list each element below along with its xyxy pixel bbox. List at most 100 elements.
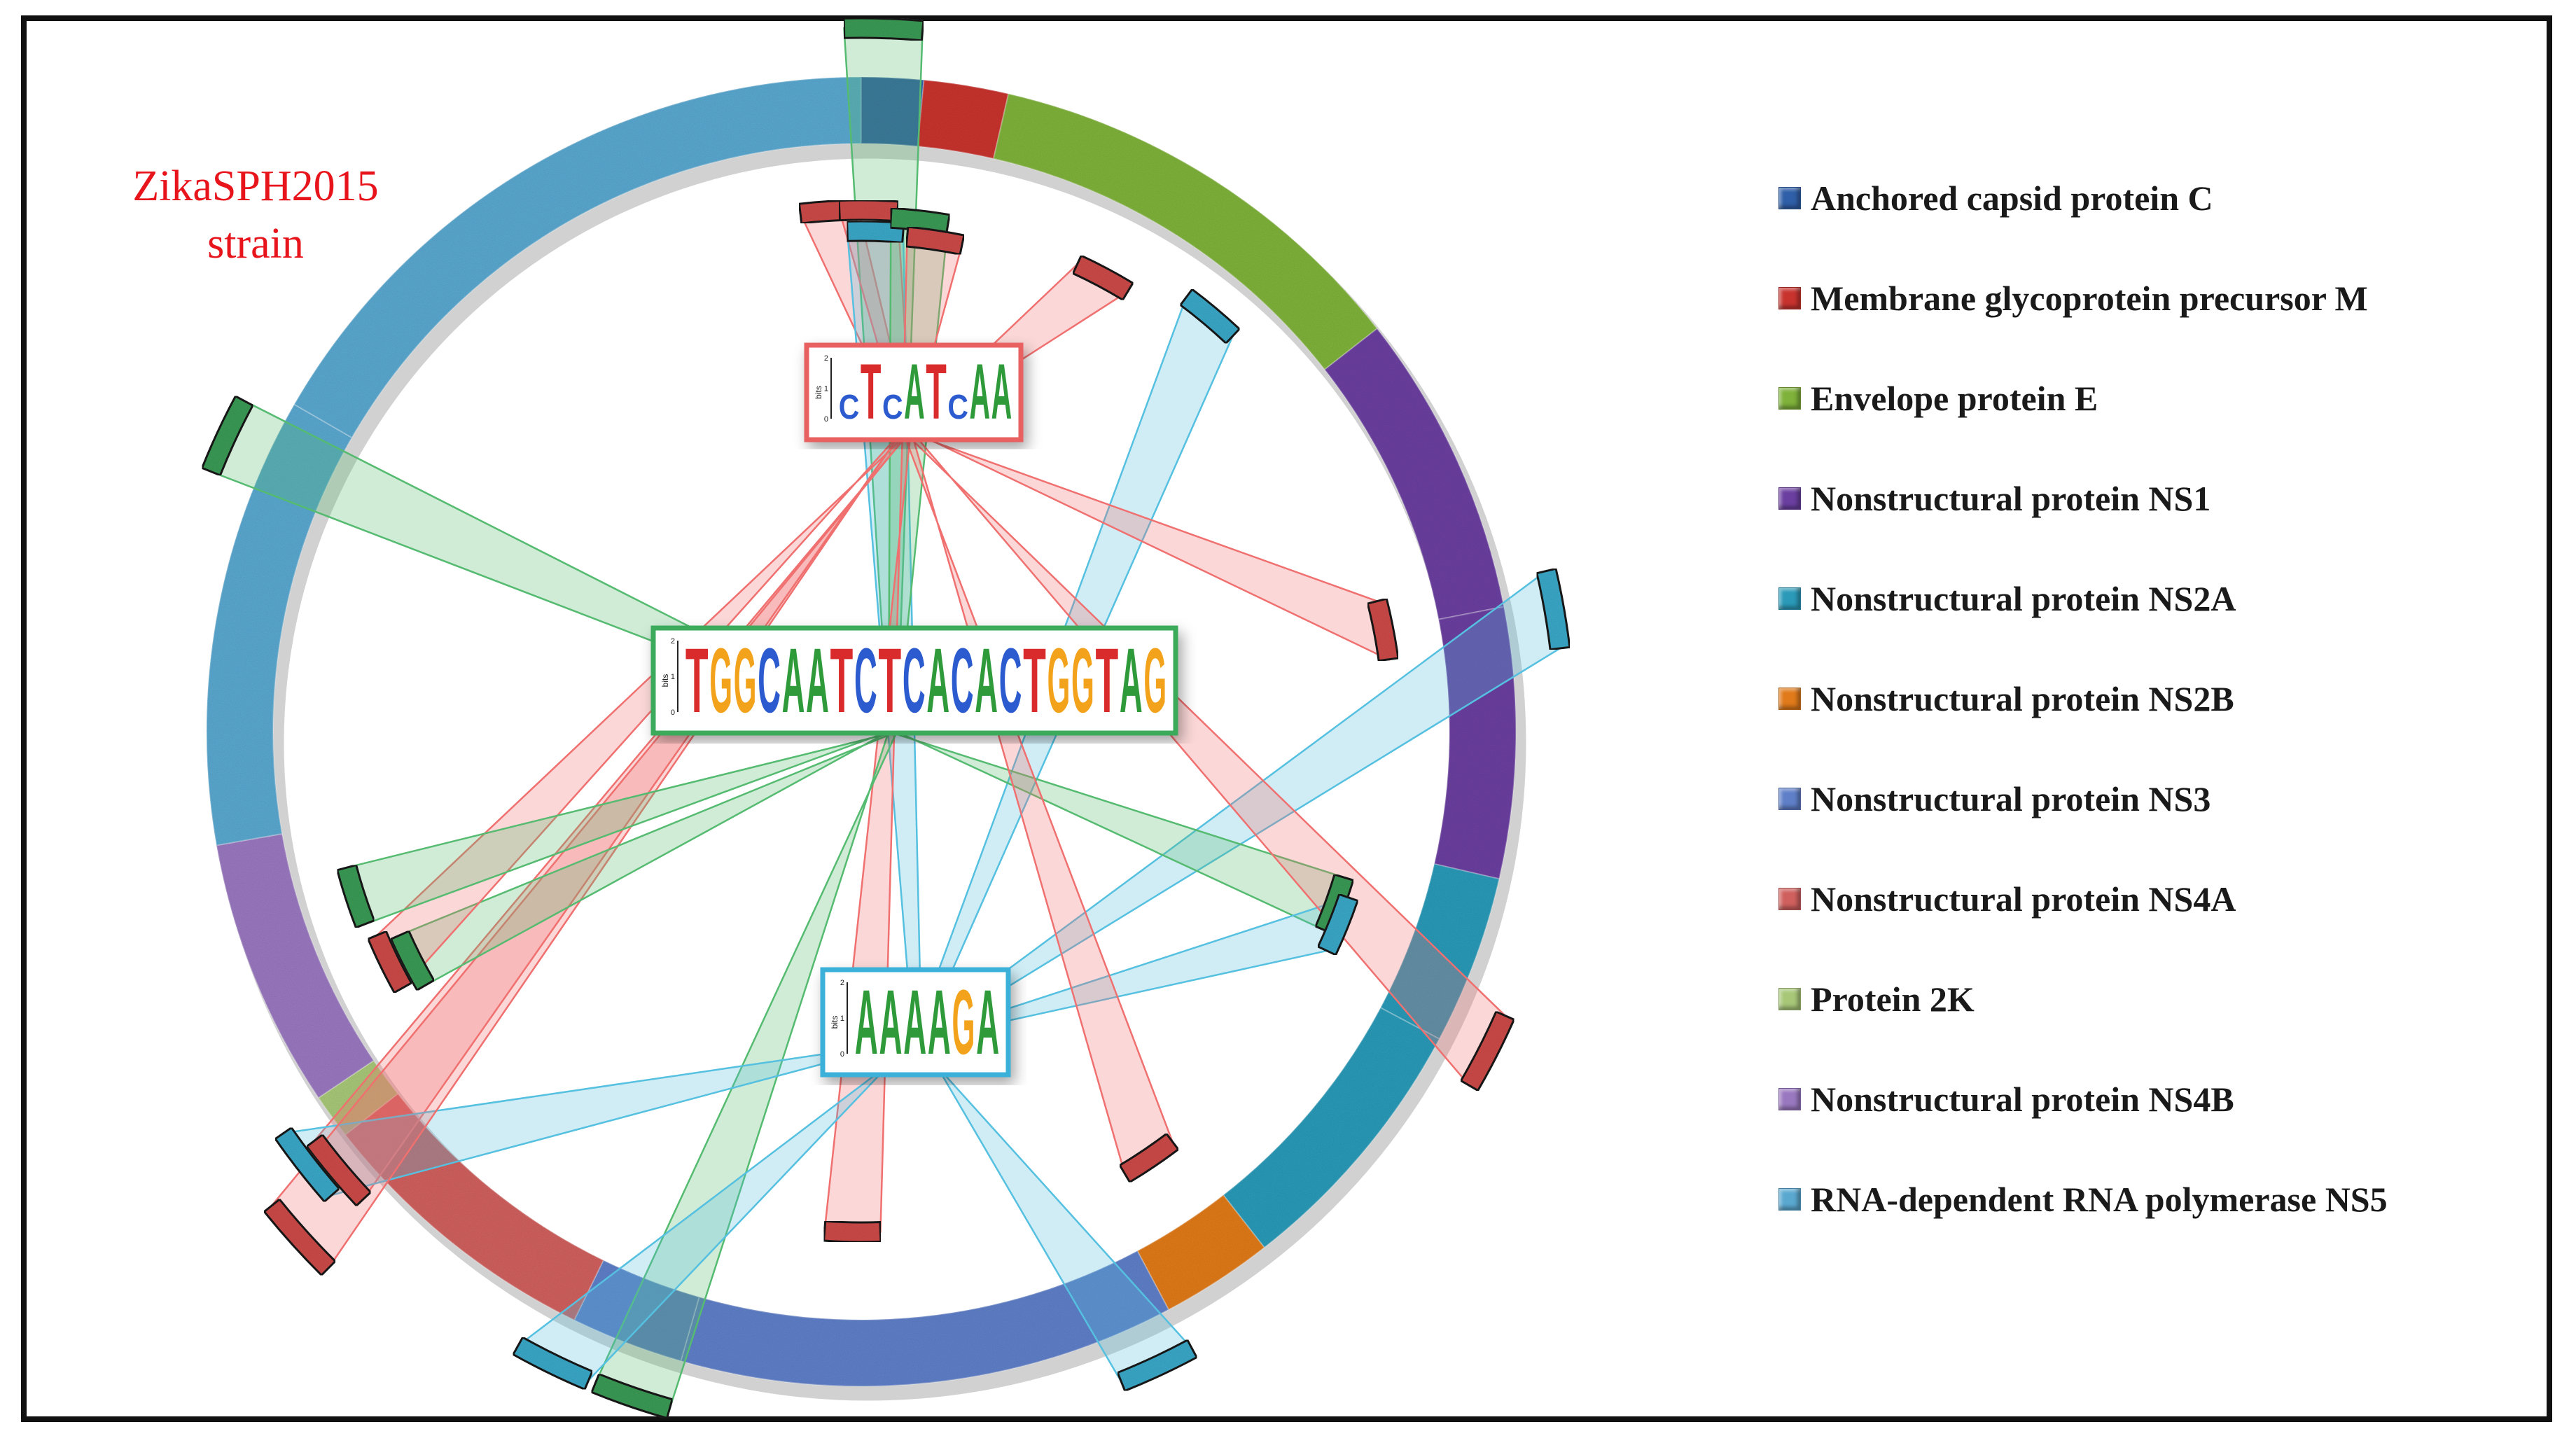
legend-item-2k: Protein 2K [1778, 975, 1975, 1024]
site-mark [1459, 1010, 1516, 1092]
legend-label: Nonstructural protein NS1 [1811, 479, 2211, 518]
legend-item-ns1: Nonstructural protein NS1 [1778, 474, 2211, 523]
legend-label: Nonstructural protein NS3 [1811, 779, 2211, 818]
legend-item-membrane-m: Membrane glycoprotein precursor M [1778, 274, 2368, 323]
legend-label: Nonstructural protein NS4B [1811, 1080, 2234, 1119]
motif-axis-label: bits [830, 1016, 840, 1029]
genome-ring [206, 76, 1526, 1401]
site-mark [200, 394, 255, 477]
site-mark [389, 929, 436, 992]
legend-item-ns4a: Nonstructural protein NS4A [1778, 874, 2236, 923]
legend-item-ns5: RNA-dependent RNA polymerase NS5 [1778, 1175, 2388, 1224]
site-mark [1116, 1338, 1199, 1393]
legend-swatch [1778, 788, 1801, 810]
legend-swatch [1778, 1088, 1801, 1110]
legend-label: Nonstructural protein NS2B [1811, 679, 2234, 718]
motif-box [820, 967, 1011, 1078]
ring-segment [917, 79, 1010, 160]
motif-letter: C [758, 629, 781, 732]
strain-word: strain [207, 220, 304, 267]
ring-segment [1222, 1007, 1440, 1249]
motif-letter: A [926, 629, 949, 732]
motif-letter: G [709, 629, 732, 732]
legend-item-envelope-e: Envelope protein E [1778, 374, 2098, 423]
legend-label: Nonstructural protein NS2A [1811, 579, 2236, 618]
motif-letter: C [903, 629, 926, 732]
motif-letter: T [830, 629, 854, 732]
motif-letter: A [976, 970, 999, 1073]
site-mark [590, 1372, 674, 1420]
site-mark [905, 225, 966, 256]
motif-letter: G [952, 970, 975, 1073]
legend-label: RNA-dependent RNA polymerase NS5 [1811, 1180, 2388, 1219]
site-mark [511, 1336, 594, 1391]
motif-letter: A [991, 347, 1012, 435]
motif-letter: T [878, 629, 901, 732]
motif-letter: T [926, 347, 947, 435]
motif-letter: G [1047, 629, 1071, 732]
legend-swatch [1778, 988, 1801, 1010]
site-mark [305, 1133, 373, 1208]
legend-swatch [1778, 688, 1801, 710]
site-mark [263, 1197, 337, 1277]
motif-axis-tick: 2 [671, 637, 675, 646]
motif-letter: C [999, 629, 1022, 732]
site-mark [366, 930, 413, 994]
motif-letter: A [782, 629, 805, 732]
motif-letter: C [854, 629, 877, 732]
link-ribbon [345, 730, 898, 926]
motif-letter: A [1120, 629, 1143, 732]
legend-label: Membrane glycoprotein precursor M [1811, 279, 2368, 318]
site-mark [837, 199, 900, 223]
motif-letter: A [806, 629, 829, 732]
motif-letter: C [947, 388, 968, 426]
strain-name: ZikaSPH2015 [132, 162, 379, 210]
site-mark [1316, 893, 1359, 956]
motif-box [650, 625, 1178, 736]
motif-letter: A [903, 970, 926, 1073]
motif-letter: G [1071, 629, 1094, 732]
motif-axis-label: bits [660, 674, 670, 688]
motif-letter: G [734, 629, 757, 732]
legend-swatch [1778, 387, 1801, 410]
legend-label: Protein 2K [1811, 980, 1975, 1019]
motif-axis-tick: 1 [671, 673, 675, 681]
site-mark [1071, 254, 1135, 302]
site-mark [823, 1220, 882, 1243]
motif-axis-tick: 0 [840, 1050, 844, 1059]
legend-item-ns3: Nonstructural protein NS3 [1778, 774, 2211, 823]
site-mark [274, 1126, 341, 1204]
legend-label: Envelope protein E [1811, 379, 2098, 418]
motif-letter: A [928, 970, 951, 1073]
motif-axis-tick: 1 [840, 1015, 844, 1023]
legend-swatch [1778, 287, 1801, 309]
motif-box [804, 342, 1024, 442]
legend-swatch [1778, 888, 1801, 910]
legend-swatch [1778, 487, 1801, 510]
motif-letter: A [975, 629, 998, 732]
motif-letter: C [951, 629, 974, 732]
motif-axis-tick: 0 [824, 415, 828, 424]
legend-swatch [1778, 187, 1801, 209]
motif-axis-tick: 2 [824, 354, 828, 363]
site-mark [1118, 1132, 1180, 1184]
site-marks [200, 17, 1571, 1420]
strain-label: ZikaSPH2015 strain [91, 158, 420, 272]
legend-item-ns4b: Nonstructural protein NS4B [1778, 1075, 2234, 1124]
ring-segment [1323, 327, 1505, 620]
motif-letter: C [882, 388, 903, 426]
legend-label: Nonstructural protein NS4A [1811, 879, 2236, 919]
motif-axis-label: bits [814, 386, 823, 399]
motif-axis-tick: 2 [840, 979, 844, 987]
site-mark [335, 863, 376, 929]
motif-letter: T [685, 629, 709, 732]
motif-letter: T [1023, 629, 1046, 732]
motif-letter: A [970, 347, 991, 435]
site-mark [1536, 567, 1571, 651]
site-mark [842, 17, 925, 42]
legend-item-ns2b: Nonstructural protein NS2B [1778, 674, 2234, 723]
